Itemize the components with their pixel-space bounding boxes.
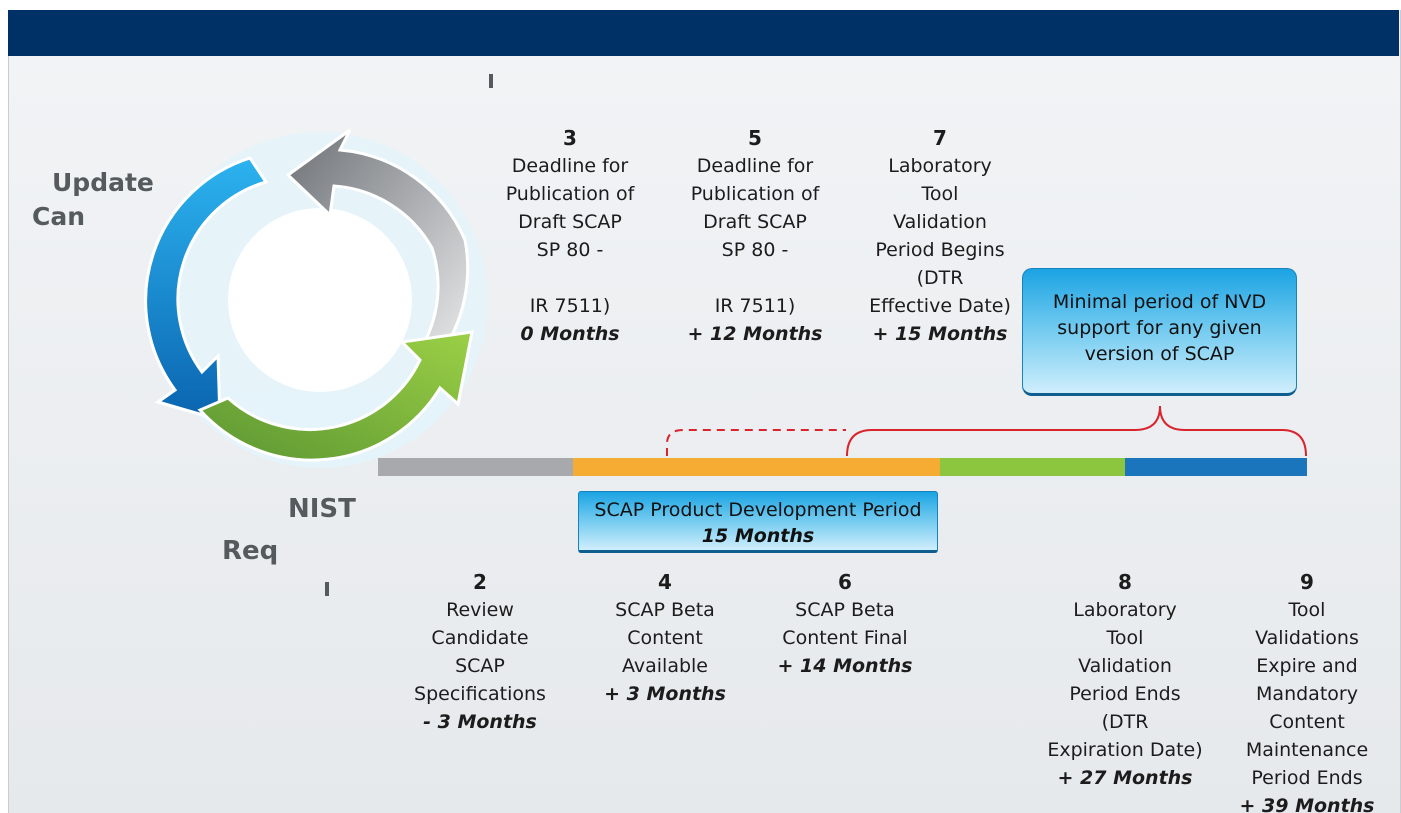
timeline-segment-blue bbox=[1125, 458, 1307, 476]
milestone-line: Mandatory bbox=[1256, 683, 1358, 705]
milestone-number: 9 bbox=[1300, 570, 1314, 594]
milestone-line: Available bbox=[621, 655, 708, 677]
milestone-line: Publication of bbox=[690, 183, 820, 205]
milestone-line: Publication of bbox=[505, 183, 635, 205]
cycle-label-nist: NIST bbox=[288, 494, 356, 524]
milestone-line: Deadline for bbox=[511, 155, 629, 177]
milestone-line: Specifications bbox=[414, 683, 546, 705]
milestone-line: Validations bbox=[1255, 627, 1359, 649]
cycle-label-update: Update bbox=[52, 168, 154, 197]
cycle-label-can: Can bbox=[32, 202, 86, 231]
dev-period-duration: 15 Months bbox=[701, 525, 815, 547]
dev-period-title: SCAP Product Development Period bbox=[594, 499, 922, 521]
nvd-support-bracket bbox=[846, 405, 1307, 457]
milestone-number: 2 bbox=[473, 570, 487, 594]
milestone-line: Tool bbox=[1288, 599, 1326, 621]
milestone-line: Candidate bbox=[431, 627, 529, 649]
milestone-line: Draft SCAP bbox=[518, 211, 622, 233]
nvd-callout-line-3: version of SCAP bbox=[1084, 343, 1235, 365]
milestone-line: Tool bbox=[921, 183, 959, 205]
milestone-line: Draft SCAP bbox=[703, 211, 807, 233]
milestone-line: Period Ends bbox=[1069, 683, 1181, 705]
dashed-bracket bbox=[666, 429, 846, 456]
milestone-line: Period Begins bbox=[875, 239, 1005, 261]
milestone-line: SP 80 - bbox=[721, 239, 789, 261]
milestone-line: Maintenance bbox=[1245, 739, 1369, 761]
milestone-line: SCAP bbox=[455, 655, 505, 677]
milestone-line: Laboratory bbox=[1073, 599, 1177, 621]
milestone-number: 7 bbox=[933, 126, 947, 150]
timeline-segment-orange bbox=[573, 458, 940, 476]
milestone-line bbox=[680, 264, 830, 292]
milestone-line: SCAP Beta bbox=[795, 599, 895, 621]
milestone-8: 8 Laboratory Tool Validation Period Ends… bbox=[1040, 568, 1210, 792]
milestone-2: 2 Review Candidate SCAP Specifications -… bbox=[405, 568, 555, 736]
milestone-time: 0 Months bbox=[520, 323, 620, 345]
milestone-line: Review bbox=[446, 599, 514, 621]
milestone-line: SP 80 - bbox=[536, 239, 604, 261]
milestone-time: + 3 Months bbox=[604, 683, 726, 705]
milestone-number: 6 bbox=[838, 570, 852, 594]
cycle-label-req: Req bbox=[222, 536, 279, 566]
milestone-7: 7 Laboratory Tool Validation Period Begi… bbox=[860, 124, 1020, 348]
milestone-line: Validation bbox=[1078, 655, 1172, 677]
milestone-time: + 14 Months bbox=[777, 655, 913, 677]
header-bar bbox=[8, 10, 1399, 56]
milestone-number: 3 bbox=[563, 126, 577, 150]
milestone-line: Expiration Date) bbox=[1047, 739, 1203, 761]
milestone-3: 3 Deadline for Publication of Draft SCAP… bbox=[495, 124, 645, 348]
milestone-line: Expire and bbox=[1256, 655, 1358, 677]
nvd-callout-line-2: support for any given bbox=[1057, 317, 1262, 339]
milestone-line: Period Ends bbox=[1251, 767, 1363, 789]
milestone-line: Effective Date) bbox=[869, 295, 1011, 317]
milestone-line: (DTR bbox=[1101, 711, 1149, 733]
nvd-callout-line-1: Minimal period of NVD bbox=[1052, 291, 1267, 313]
milestone-9: 9 Tool Validations Expire and Mandatory … bbox=[1232, 568, 1382, 813]
milestone-line: Deadline for bbox=[696, 155, 814, 177]
milestone-4: 4 SCAP Beta Content Available + 3 Months bbox=[590, 568, 740, 708]
milestone-line: Content bbox=[1269, 711, 1345, 733]
milestone-6: 6 SCAP Beta Content Final + 14 Months bbox=[770, 568, 920, 680]
milestone-line: Content Final bbox=[782, 627, 908, 649]
milestone-5: 5 Deadline for Publication of Draft SCAP… bbox=[680, 124, 830, 348]
milestone-line: Tool bbox=[1106, 627, 1144, 649]
milestone-line: Laboratory bbox=[888, 155, 992, 177]
timeline-segment-gray bbox=[378, 458, 573, 476]
timeline-segment-green bbox=[940, 458, 1125, 476]
milestone-time: + 15 Months bbox=[872, 323, 1008, 345]
tick-mark-bottom bbox=[325, 582, 329, 596]
milestone-time: - 3 Months bbox=[423, 711, 537, 733]
cycle-arrows-icon bbox=[144, 128, 488, 468]
milestone-time: + 39 Months bbox=[1239, 795, 1375, 813]
milestone-line: IR 7511) bbox=[529, 295, 611, 317]
milestone-line: IR 7511) bbox=[714, 295, 796, 317]
milestone-line: SCAP Beta bbox=[615, 599, 715, 621]
milestone-number: 4 bbox=[658, 570, 672, 594]
tick-mark-top bbox=[489, 74, 493, 88]
milestone-number: 8 bbox=[1118, 570, 1132, 594]
milestone-line: Validation bbox=[893, 211, 987, 233]
milestone-number: 5 bbox=[748, 126, 762, 150]
dev-period-box: SCAP Product Development Period 15 Month… bbox=[578, 491, 938, 553]
milestone-line: (DTR bbox=[916, 267, 964, 289]
milestone-line: Content bbox=[627, 627, 703, 649]
nvd-support-callout: Minimal period of NVD support for any gi… bbox=[1022, 268, 1297, 396]
milestone-time: + 27 Months bbox=[1057, 767, 1193, 789]
milestone-line bbox=[495, 264, 645, 292]
milestone-time: + 12 Months bbox=[687, 323, 823, 345]
